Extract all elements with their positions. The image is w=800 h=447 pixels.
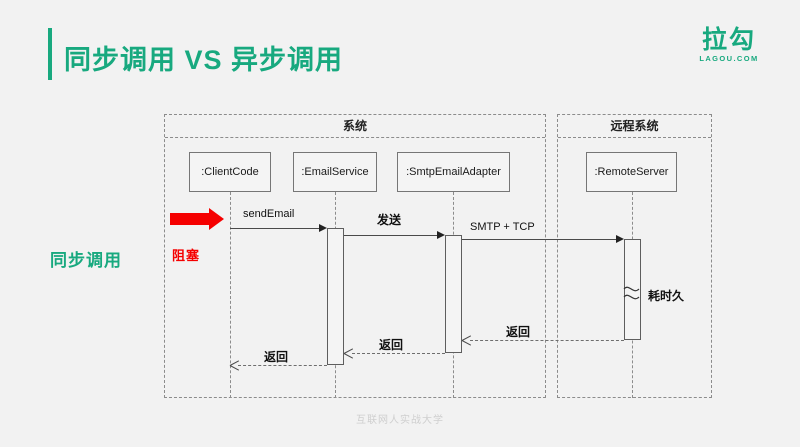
message-arrowhead-return-email bbox=[230, 361, 239, 370]
activation-email bbox=[327, 228, 344, 365]
duration-label: 耗时久 bbox=[648, 289, 685, 303]
message-line-return-email bbox=[238, 365, 327, 366]
message-arrowhead-return-adapter bbox=[344, 349, 353, 358]
title-accent-bar bbox=[48, 28, 52, 80]
duration-break-icon bbox=[623, 286, 640, 300]
message-label-return-remote: 返回 bbox=[506, 325, 531, 339]
lifeline-client[interactable]: :ClientCode bbox=[189, 152, 271, 192]
message-line-return-remote bbox=[470, 340, 624, 341]
package-remote-header: 远程系统 bbox=[558, 115, 711, 138]
message-line-sendemail bbox=[230, 228, 320, 229]
lagou-logo: 拉勾 LAGOU.COM bbox=[692, 26, 766, 76]
lifeline-email[interactable]: :EmailService bbox=[293, 152, 377, 192]
lifeline-adapter[interactable]: :SmtpEmailAdapter bbox=[397, 152, 510, 192]
activation-adapter bbox=[445, 235, 462, 353]
blocking-label: 阻塞 bbox=[172, 248, 201, 263]
message-arrowhead-sendemail bbox=[319, 223, 327, 232]
package-system-label: 系统 bbox=[342, 119, 367, 133]
message-label-return-email: 返回 bbox=[264, 350, 289, 364]
blocking-arrow-head bbox=[209, 208, 224, 230]
message-label-send: 发送 bbox=[377, 213, 402, 227]
message-arrowhead-send bbox=[437, 230, 445, 239]
message-line-return-adapter bbox=[352, 353, 445, 354]
message-arrowhead-smtp bbox=[616, 234, 624, 243]
page-title: 同步调用 VS 异步调用 bbox=[64, 45, 344, 75]
message-line-send bbox=[344, 235, 438, 236]
logo-name-cn: 拉勾 bbox=[701, 26, 756, 54]
lifeline-remote[interactable]: :RemoteServer bbox=[586, 152, 677, 192]
package-system: 系统 bbox=[164, 114, 546, 398]
package-remote-label: 远程系统 bbox=[610, 119, 659, 133]
package-system-header: 系统 bbox=[165, 115, 545, 138]
message-label-return-adapter: 返回 bbox=[379, 338, 404, 352]
message-arrowhead-return-remote bbox=[462, 336, 471, 345]
message-label-smtp: SMTP + TCP bbox=[470, 221, 535, 233]
section-label-sync: 同步调用 bbox=[50, 251, 122, 270]
lifeline-line-client bbox=[230, 192, 231, 398]
logo-name-en: LAGOU.COM bbox=[699, 54, 759, 63]
blocking-arrow-shaft bbox=[170, 213, 210, 225]
message-line-smtp bbox=[462, 239, 617, 240]
package-remote: 远程系统 bbox=[557, 114, 712, 398]
message-label-sendemail: sendEmail bbox=[243, 208, 295, 220]
footer-text: 互联网人实战大学 bbox=[356, 415, 444, 426]
